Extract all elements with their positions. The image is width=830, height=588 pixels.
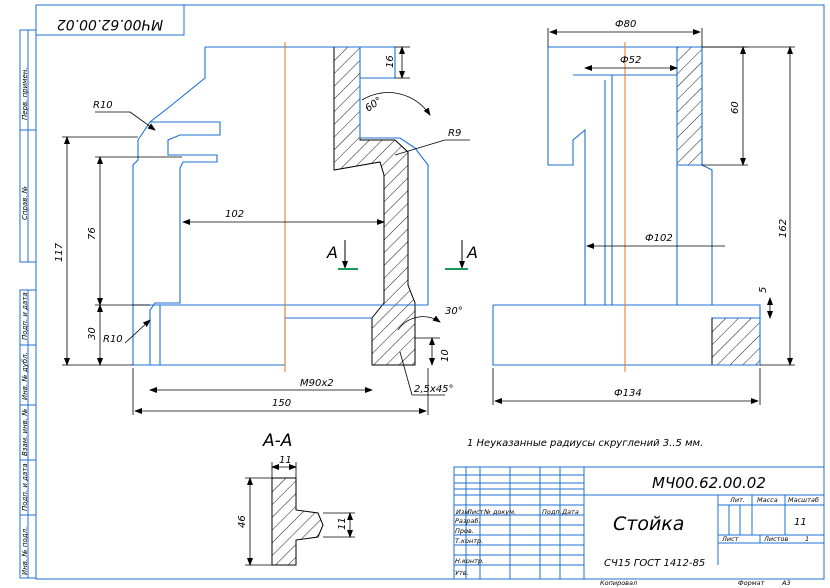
sheet-frame (19, 4, 825, 580)
dim-30-deg: 30° (445, 306, 463, 317)
cut-letter-left: А (326, 243, 338, 262)
section-label: А-А (262, 431, 292, 451)
tb-sheet-number: 11 (794, 517, 807, 528)
dim-dia80: Ф80 (615, 19, 636, 30)
dim-r10-top: R10 (93, 100, 113, 111)
strip-label-podp1: Подп. и дата (21, 292, 29, 340)
title-block: Изм Лист № докум. Подп. Дата Разраб. Про… (453, 466, 825, 587)
dim-dia134: Ф134 (614, 388, 642, 399)
tb-role-razrab: Разраб. (455, 517, 481, 525)
tb-h-izm: Изм (456, 508, 469, 516)
tb-sheets-count: 1 (805, 535, 809, 543)
dim-chamfer: 2,5х45° (414, 384, 454, 395)
tb-title: Стойка (613, 513, 684, 535)
sec-dim-11-top: 11 (279, 455, 292, 466)
dim-117: 117 (54, 242, 65, 262)
tb-sheet-label: Лист (721, 535, 739, 543)
dim-10: 10 (440, 349, 451, 362)
tb-h-doc: № докум. (483, 508, 516, 516)
front-dimension-lines (62, 46, 470, 415)
section-cut-marks (338, 240, 468, 270)
dim-30: 30 (87, 327, 98, 340)
dim-5: 5 (758, 287, 769, 293)
dim-16: 16 (385, 55, 396, 68)
side-hatch-upper (676, 46, 703, 166)
tb-role-tkontr: Т.контр. (455, 537, 483, 545)
tb-drawing-code: МЧ00.62.00.02 (652, 474, 766, 492)
section-aa: А-А 11 46 11 (237, 431, 355, 566)
dim-102: 102 (225, 209, 244, 220)
cut-letter-right: А (466, 243, 478, 262)
tb-h-podp: Подп. (542, 508, 562, 516)
tb-format-label: Формат (738, 579, 765, 587)
strip-label-podp2: Подп. и дата (21, 463, 29, 511)
dim-dia102: Ф102 (645, 233, 673, 244)
tb-copied: Копировал (600, 579, 637, 587)
tb-role-prov: Пров. (455, 527, 474, 535)
strip-label-inv-podl: Инв. № подл. (21, 527, 29, 575)
front-hatch-upper (333, 46, 416, 366)
sec-dim-46: 46 (237, 515, 248, 528)
strip-label-vzam: Взам. инв. № (21, 408, 29, 456)
general-note: 1 Неуказанные радиусы скруглений 3..5 мм… (467, 438, 703, 449)
tb-h-date: Дата (561, 508, 579, 516)
tb-role-utv: Утв. (455, 569, 469, 577)
section-hatch (271, 477, 324, 566)
dim-162: 162 (778, 219, 789, 238)
left-strip-labels: Перв. примен. Справ. № Подп. и дата Инв.… (21, 67, 29, 575)
front-view: А А (54, 42, 478, 415)
rotated-drawing-code: МЧ00.62.00.02 (57, 16, 163, 32)
dim-60: 60 (730, 101, 741, 114)
strip-label-perv: Перв. примен. (21, 67, 29, 120)
dim-76: 76 (87, 227, 98, 240)
tb-sheets-label: Листов (763, 535, 788, 543)
tb-role-nkontr: Н.контр. (455, 557, 484, 565)
side-hatch-lower (711, 317, 761, 366)
tb-scale-label: Масштаб (788, 496, 819, 504)
dim-m90x2: М90х2 (300, 378, 334, 389)
tb-mass-label: Масса (757, 496, 778, 504)
tb-material: СЧ15 ГОСТ 1412-85 (604, 558, 705, 569)
strip-label-inv-dubl: Инв. № дубл. (21, 352, 29, 400)
dim-150: 150 (272, 398, 291, 409)
sec-dim-11-right: 11 (337, 517, 348, 530)
dim-r9: R9 (448, 128, 461, 139)
strip-label-sprav: Справ. № (21, 186, 29, 220)
dim-dia52: Ф52 (620, 55, 641, 66)
tb-format-value: А3 (781, 579, 791, 587)
dim-60-deg: 60° (363, 95, 384, 114)
dim-r10-bottom: R10 (103, 334, 123, 345)
tb-h-list: Лист (466, 508, 484, 516)
side-view: Ф80 Ф52 60 Ф102 162 5 Ф134 (492, 19, 795, 405)
tb-lit-label: Лит. (729, 496, 745, 504)
